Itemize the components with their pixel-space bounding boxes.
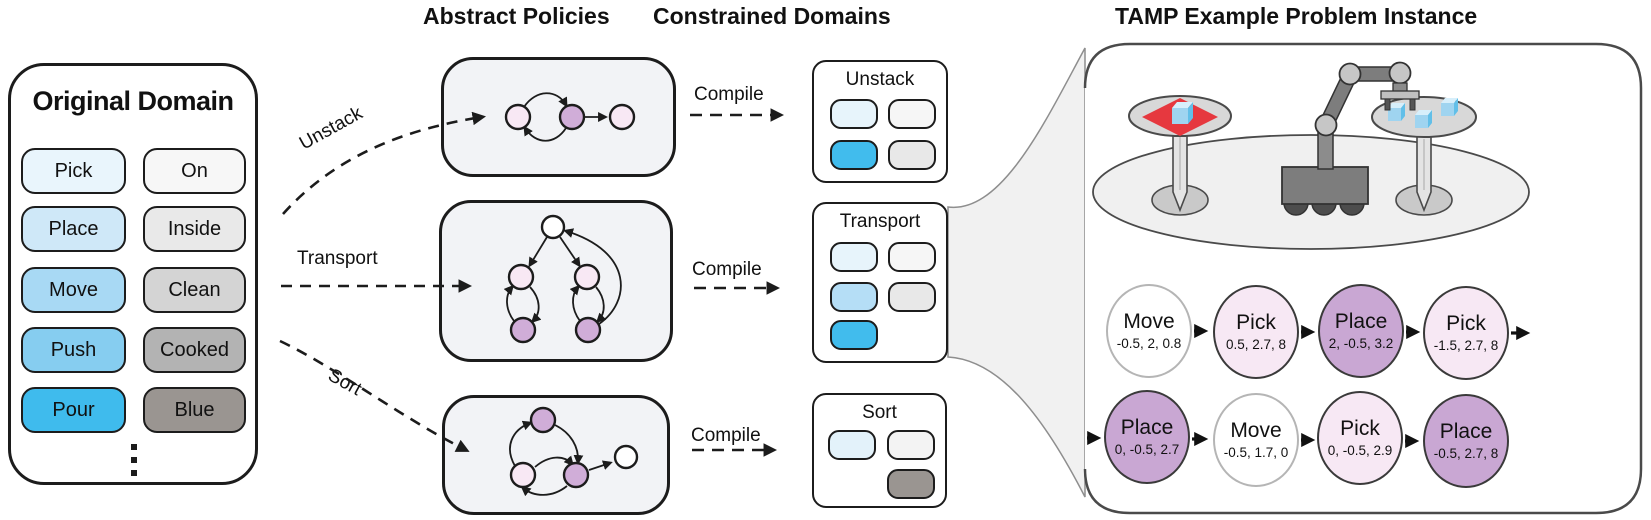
action-circle-move-2: Move -0.5, 1.7, 0: [1213, 393, 1299, 487]
domain-action-pick: Pick: [21, 148, 126, 194]
robot-gripper-finger: [1409, 98, 1416, 111]
policy-box-sort: [442, 395, 670, 515]
compile-label-transport: Compile: [692, 259, 762, 280]
constrained-domain-sort: Sort: [812, 393, 947, 508]
domain-action-push: Push: [21, 327, 126, 373]
robot-wheel: [1283, 190, 1309, 216]
domain-pill: [888, 242, 936, 272]
robot-shoulder-joint: [1338, 62, 1362, 86]
action-circle-pick-1: Pick 0.5, 2.7, 8: [1213, 285, 1299, 379]
action-circle-pick-3: Pick 0, -0.5, 2.9: [1317, 391, 1403, 485]
action-circle-place-3: Place -0.5, 2.7, 8: [1423, 394, 1509, 488]
arrow-label-unstack: Unstack: [295, 102, 367, 155]
action-params: 0, -0.5, 2.9: [1327, 442, 1393, 458]
robot-wrist: [1392, 82, 1408, 93]
compile-arrows: [690, 108, 785, 457]
robot-wrist-joint: [1388, 61, 1412, 85]
policy-box-unstack: [441, 57, 676, 177]
domain-pill: [830, 282, 878, 312]
action-params: -0.5, 2.7, 8: [1433, 445, 1499, 461]
action-params: 0, -0.5, 2.7: [1114, 441, 1180, 457]
domain-action-place: Place: [21, 206, 126, 252]
domain-pill: [888, 99, 936, 129]
domain-pill: [888, 140, 936, 170]
domain-pill: [830, 320, 878, 350]
action-circle-pick-2: Pick -1.5, 2.7, 8: [1423, 286, 1509, 380]
domain-predicate-blue: Blue: [143, 387, 246, 433]
ellipsis-dots: [131, 444, 137, 476]
policy-box-transport: [439, 200, 673, 362]
domain-predicate-on: On: [143, 148, 246, 194]
robot-elbow-joint: [1314, 113, 1338, 137]
blue-cube: [1441, 98, 1458, 116]
robot-body: [1281, 166, 1369, 205]
constrained-domain-title: Transport: [839, 211, 921, 232]
action-circle-place-1: Place 2, -0.5, 3.2: [1318, 284, 1404, 378]
connector-sort: [279, 339, 470, 452]
robot-lift-link: [1317, 128, 1334, 170]
domain-pill: [830, 140, 878, 170]
robot-gripper-bar: [1380, 90, 1420, 100]
left-table: [1128, 95, 1232, 216]
action-name: Move: [1123, 310, 1175, 334]
action-name: Pick: [1236, 311, 1276, 335]
action-circle-place-2: Place 0, -0.5, 2.7: [1104, 390, 1190, 484]
arrow-label-sort: Sort: [324, 364, 366, 401]
compile-label-unstack: Compile: [694, 84, 764, 105]
original-domain-title: Original Domain: [32, 86, 234, 116]
domain-predicate-clean: Clean: [143, 267, 246, 313]
action-name: Move: [1230, 419, 1282, 443]
domain-pill: [830, 99, 878, 129]
action-circle-move-1: Move -0.5, 2, 0.8: [1106, 284, 1192, 378]
domain-action-pour: Pour: [21, 387, 126, 433]
robot-horizontal-link: [1349, 66, 1401, 82]
robot: [1281, 61, 1420, 216]
action-name: Place: [1120, 416, 1174, 440]
action-name: Place: [1439, 420, 1493, 444]
action-params: 2, -0.5, 3.2: [1328, 335, 1394, 351]
action-params: -0.5, 1.7, 0: [1223, 444, 1289, 460]
domain-predicate-inside: Inside: [143, 206, 246, 252]
constrained-domain-title: Sort: [862, 402, 897, 423]
constrained-domain-unstack: Unstack: [812, 60, 948, 183]
header-tamp-instance: TAMP Example Problem Instance: [1115, 3, 1478, 29]
domain-pill: [828, 430, 876, 460]
original-domain-panel: Original Domain Pick Place Move Push Pou…: [8, 63, 258, 485]
domain-pill: [887, 430, 935, 460]
action-name: Pick: [1446, 312, 1486, 336]
arrow-label-transport: Transport: [297, 248, 378, 269]
robot-gripper-finger: [1384, 98, 1391, 111]
domain-action-move: Move: [21, 267, 126, 313]
robot-wheel: [1339, 190, 1365, 216]
action-params: -1.5, 2.7, 8: [1433, 337, 1499, 353]
floor-ellipse: [1092, 134, 1530, 250]
header-constrained-domains: Constrained Domains: [653, 3, 891, 29]
action-name: Pick: [1340, 417, 1380, 441]
constrained-domain-transport: Transport: [812, 202, 948, 363]
compile-label-sort: Compile: [691, 425, 761, 446]
robot-wheel: [1311, 190, 1337, 216]
funnel-shape: [947, 47, 1086, 498]
robot-upper-arm: [1318, 71, 1358, 129]
right-table: [1371, 96, 1477, 216]
constrained-domain-title: Unstack: [845, 69, 915, 90]
domain-pill: [830, 242, 878, 272]
red-diamond: [1142, 98, 1218, 136]
blue-cube: [1388, 103, 1405, 121]
domain-pill: [888, 282, 936, 312]
action-params: -0.5, 2, 0.8: [1116, 335, 1182, 351]
blue-cube: [1415, 110, 1432, 128]
action-name: Place: [1334, 310, 1388, 334]
header-abstract-policies: Abstract Policies: [423, 3, 610, 29]
domain-pill: [887, 469, 935, 499]
blue-cube: [1172, 102, 1193, 124]
domain-predicate-cooked: Cooked: [143, 327, 246, 373]
action-params: 0.5, 2.7, 8: [1225, 336, 1287, 352]
